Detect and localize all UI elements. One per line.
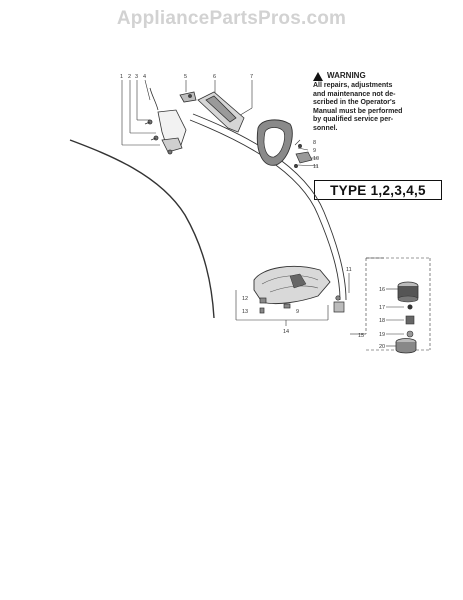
leader-line-11 — [297, 164, 319, 167]
callout-9b: 9 — [296, 309, 299, 315]
callout-3: 3 — [135, 74, 138, 80]
warning-line: scribed in the Operator's — [313, 99, 396, 107]
leader-line-9 — [297, 147, 309, 151]
flex-cable-shape — [69, 139, 215, 319]
warning-line: All repairs, adjustments — [313, 82, 393, 89]
leader-line-8 — [294, 139, 301, 146]
warning-line: by qualified service per- — [313, 116, 394, 124]
callout-1: 1 — [120, 74, 123, 80]
drive-shaft-tube-shape — [189, 113, 347, 301]
throttle-housing-shape — [157, 109, 187, 153]
clip-part-shape — [179, 91, 197, 103]
callout-7: 7 — [250, 74, 253, 80]
warning-triangle-icon — [313, 72, 323, 81]
callout-16: 16 — [379, 287, 385, 293]
callout-10: 10 — [313, 156, 319, 162]
callout-12: 12 — [242, 296, 248, 302]
callout-6: 6 — [213, 74, 216, 80]
callout-14: 14 — [283, 329, 289, 335]
warning-line: and maintenance not de- — [313, 90, 396, 98]
callout-9: 9 — [313, 148, 316, 154]
trimmer-guard-shape — [253, 265, 331, 305]
loop-bracket-shape — [294, 144, 313, 168]
warning-title-row: WARNING — [313, 72, 438, 81]
callout-4: 4 — [143, 74, 146, 80]
loop-handle-shape — [256, 119, 293, 166]
callout-8: 8 — [313, 140, 316, 146]
callout-2: 2 — [128, 74, 131, 80]
warning-note: WARNING All repairs, adjustments and mai… — [313, 72, 438, 134]
watermark-text: AppliancePartsPros.com — [116, 8, 347, 29]
callout-11b: 11 — [346, 267, 352, 273]
handle-grip-shape — [197, 91, 245, 133]
callout-19: 19 — [379, 332, 385, 338]
throttle-wire-shape — [149, 87, 159, 111]
callout-17: 17 — [379, 305, 385, 311]
leader-line-4 — [144, 79, 151, 101]
warning-line: Manual must be performed — [313, 107, 403, 115]
callout-20: 20 — [379, 344, 385, 350]
warning-title: WARNING — [327, 71, 366, 81]
callout-15: 15 — [358, 333, 364, 339]
warning-line: sonnel. — [313, 124, 338, 132]
callout-18: 18 — [379, 318, 385, 324]
guard-hardware-shape — [259, 295, 345, 314]
type-label: TYPE 1,2,3,4,5 — [330, 182, 426, 198]
type-label-box: TYPE 1,2,3,4,5 — [314, 180, 442, 200]
leader-lines — [121, 79, 431, 351]
callout-5: 5 — [184, 74, 187, 80]
screws-shape — [144, 119, 173, 155]
trimmer-head-kit-shape — [395, 281, 419, 354]
callout-11: 11 — [313, 164, 319, 170]
callout-13: 13 — [242, 309, 248, 315]
